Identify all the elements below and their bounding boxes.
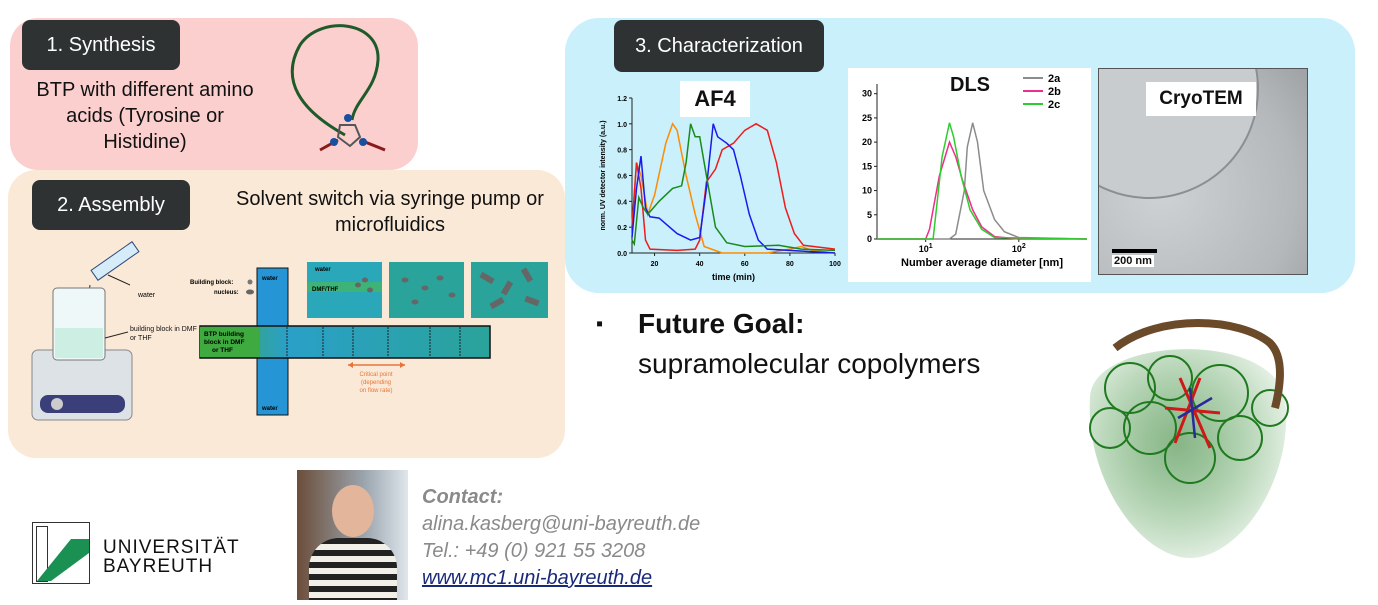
contact-block: Contact: alina.kasberg@uni-bayreuth.de T…: [422, 484, 700, 592]
series-line-2b: [877, 139, 1087, 240]
y-tick-label: 1.2: [617, 96, 627, 103]
y-tick-label: 15: [862, 161, 872, 171]
characterization-tag: 3. Characterization: [614, 20, 824, 72]
university-logo: [32, 522, 90, 584]
svg-text:(depending: (depending: [361, 380, 391, 386]
svg-text:DMF/THF: DMF/THF: [312, 287, 339, 293]
legend-label-2c: 2c: [1048, 99, 1060, 111]
x-tick-label: 101: [919, 243, 933, 254]
y-tick-label: 1.0: [617, 122, 627, 129]
assembly-text: Solvent switch via syringe pump or micro…: [236, 188, 544, 236]
y-tick-label: 0.4: [617, 199, 627, 206]
legend-label-2a: 2a: [1048, 73, 1061, 85]
syringe-beaker-illustration: water building block in DMF or THF: [31, 241, 197, 421]
y-tick-label: 5: [867, 210, 872, 220]
x-tick-label: 80: [786, 261, 794, 268]
y-tick-label: 0.2: [617, 225, 627, 232]
cryotem-label: CryoTEM: [1146, 82, 1256, 116]
university-name-line2: BAYREUTH: [103, 556, 214, 577]
y-tick-label: 25: [862, 113, 872, 123]
contact-email[interactable]: alina.kasberg@uni-bayreuth.de: [422, 513, 701, 535]
x-tick-label: 102: [1012, 243, 1026, 254]
series-line-2a: [877, 122, 1088, 240]
microfluidics-diagram: Building block: nucleus: water water BTP…: [190, 262, 548, 416]
x-tick-label: 20: [651, 261, 659, 268]
x-tick-label: 40: [696, 261, 704, 268]
y-tick-label: 0.8: [617, 148, 627, 155]
hotplate-icon: [31, 349, 133, 421]
series-line-red: [631, 122, 836, 252]
x-tick-label: 60: [741, 261, 749, 268]
contact-photo: [297, 470, 408, 600]
scale-bar: [1112, 249, 1157, 253]
inset-late: [471, 262, 548, 318]
series-line-2c: [877, 122, 1088, 240]
contact-heading: Contact:: [422, 486, 504, 508]
af4-chart: 0.0 0.2 0.4 0.6 0.8 1.0 1.2 20 40 60 80 100 time (mi…: [600, 96, 841, 282]
af4-label: AF4: [680, 81, 750, 117]
contact-website-link[interactable]: www.mc1.uni-bayreuth.de: [422, 567, 653, 589]
cryotem-image: CryoTEM 200 nm: [1098, 68, 1308, 275]
beaker-label: building block in DMF or THF: [130, 326, 197, 342]
svg-text:water: water: [261, 406, 278, 412]
x-tick-label: 100: [829, 261, 841, 268]
series-line-blue: [631, 123, 836, 254]
svg-text:water: water: [261, 276, 278, 282]
btp-molecule-illustration: [290, 24, 386, 152]
assembly-tag: 2. Assembly: [32, 180, 190, 230]
svg-text:Building block:: Building block:: [190, 280, 233, 286]
future-title: Future Goal:: [638, 308, 805, 339]
svg-text:or THF: or THF: [212, 347, 233, 354]
svg-text:on flow rate): on flow rate): [359, 388, 392, 394]
dls-panel: [848, 68, 1091, 282]
contact-phone: Tel.: +49 (0) 921 55 3208: [422, 540, 646, 562]
y-tick-label: 0: [867, 234, 872, 244]
future-bullet: ▪: [596, 313, 604, 335]
y-tick-label: 20: [862, 137, 872, 147]
y-tick-label: 0.0: [617, 251, 627, 258]
svg-text:block in DMF: block in DMF: [204, 339, 244, 346]
university-name-line1: UNIVERSITÄT: [103, 537, 240, 558]
dls-label: DLS: [950, 74, 990, 96]
copolymer-3d-illustration: [1089, 319, 1289, 558]
svg-text:nucleus:: nucleus:: [214, 290, 239, 296]
beaker-icon: [52, 287, 106, 361]
y-tick-label: 10: [862, 186, 872, 196]
y-tick-label: 30: [862, 89, 872, 99]
series-line-green: [631, 123, 836, 252]
svg-text:BTP building: BTP building: [204, 331, 244, 338]
svg-text:water: water: [137, 292, 156, 299]
legend-label-2b: 2b: [1048, 86, 1061, 98]
scale-bar-label: 200 nm: [1112, 255, 1154, 267]
synthesis-tag: 1. Synthesis: [22, 20, 180, 70]
x-axis-label: time (min): [712, 272, 755, 282]
x-axis-label: Number average diameter [nm]: [901, 257, 1063, 269]
y-axis-label: norm. UV detector intensity (a.u.): [600, 120, 607, 230]
synthesis-text: BTP with different amino acids (Tyrosine…: [36, 79, 254, 153]
svg-text:water: water: [314, 267, 331, 273]
future-text: supramolecular copolymers: [638, 348, 981, 379]
svg-text:Critical point: Critical point: [359, 372, 392, 378]
y-tick-label: 0.6: [617, 174, 627, 181]
